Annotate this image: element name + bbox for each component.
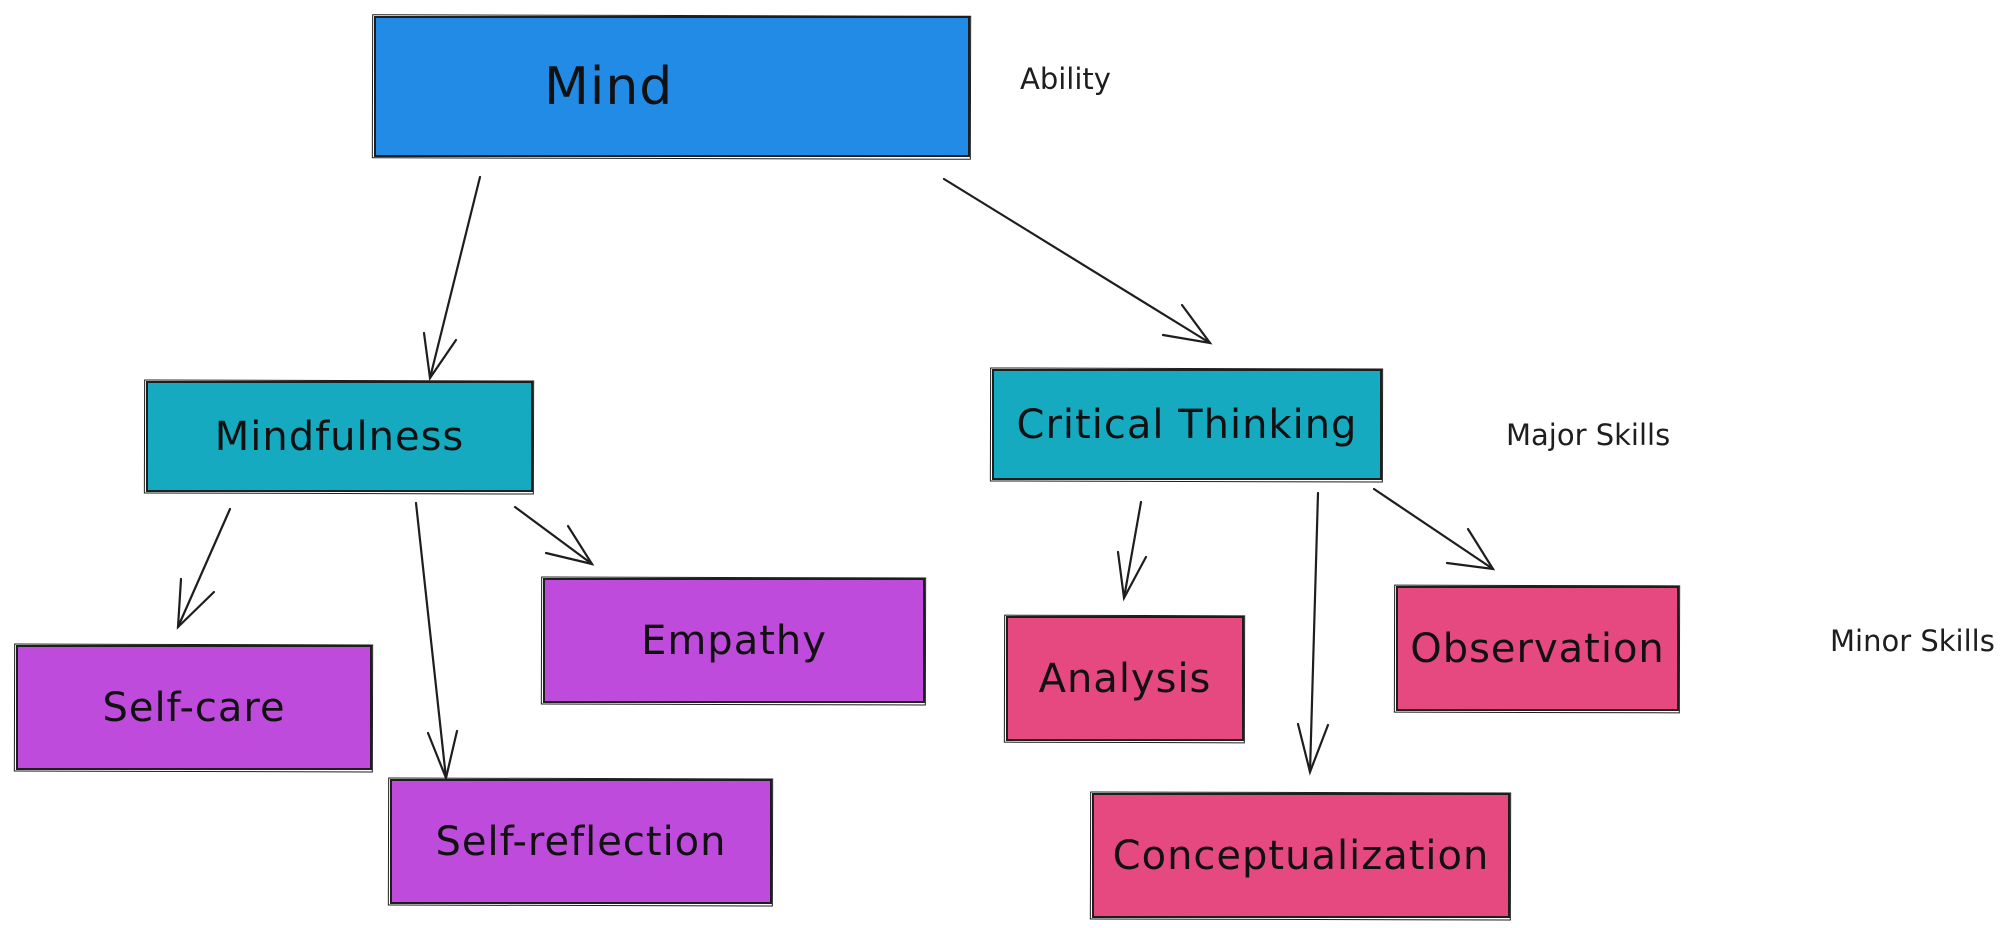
node-empathy-label: Empathy [641,617,827,664]
arrow-line [942,177,1212,345]
node-mind-label: Mind [544,56,674,117]
node-observation-label: Observation [1410,625,1665,672]
arrow-head [1445,527,1496,571]
arrow-head [544,524,595,566]
arrow-line [176,507,232,629]
edge-mindfulness-self-reflection [414,501,459,782]
edge-critical-thinking-analysis [1116,500,1148,602]
arrow-head [1116,550,1148,602]
node-analysis-label: Analysis [1038,655,1212,702]
node-self-reflection[interactable]: Self-reflection [390,779,772,904]
arrow-line [428,175,482,380]
arrow-head [426,729,459,782]
tier-label-minor-skills: Minor Skills [1830,624,1995,658]
node-self-care[interactable]: Self-care [16,645,372,770]
node-conceptualization[interactable]: Conceptualization [1092,793,1510,918]
node-critical-thinking[interactable]: Critical Thinking [992,369,1382,480]
edge-critical-thinking-observation [1372,487,1496,571]
arrow-head [176,577,216,630]
node-mind[interactable]: Mind [374,16,970,157]
edge-mind-critical-thinking [942,177,1213,345]
edge-mindfulness-empathy [513,505,595,566]
tier-label-major-skills: Major Skills [1506,418,1671,452]
arrow-line [513,505,594,566]
arrow-line [1308,491,1320,774]
node-self-care-label: Self-care [102,684,286,731]
node-critical-thinking-label: Critical Thinking [1016,401,1358,448]
edge-critical-thinking-conceptualization [1296,491,1330,776]
node-self-reflection-label: Self-reflection [435,818,727,865]
tier-label-ability: Ability [1020,62,1111,96]
node-mindfulness[interactable]: Mindfulness [146,381,533,492]
node-conceptualization-label: Conceptualization [1112,832,1490,879]
arrow-line [1122,500,1143,600]
arrow-head [422,331,458,381]
arrow-line [1372,487,1495,571]
edge-mindfulness-self-care [176,507,232,630]
arrow-line [414,501,448,780]
node-empathy[interactable]: Empathy [543,578,925,703]
node-analysis[interactable]: Analysis [1006,616,1244,741]
edge-mind-mindfulness [422,175,482,381]
arrow-head [1296,722,1330,776]
node-mindfulness-label: Mindfulness [214,413,465,460]
arrow-head [1161,303,1213,345]
node-observation[interactable]: Observation [1396,586,1679,711]
